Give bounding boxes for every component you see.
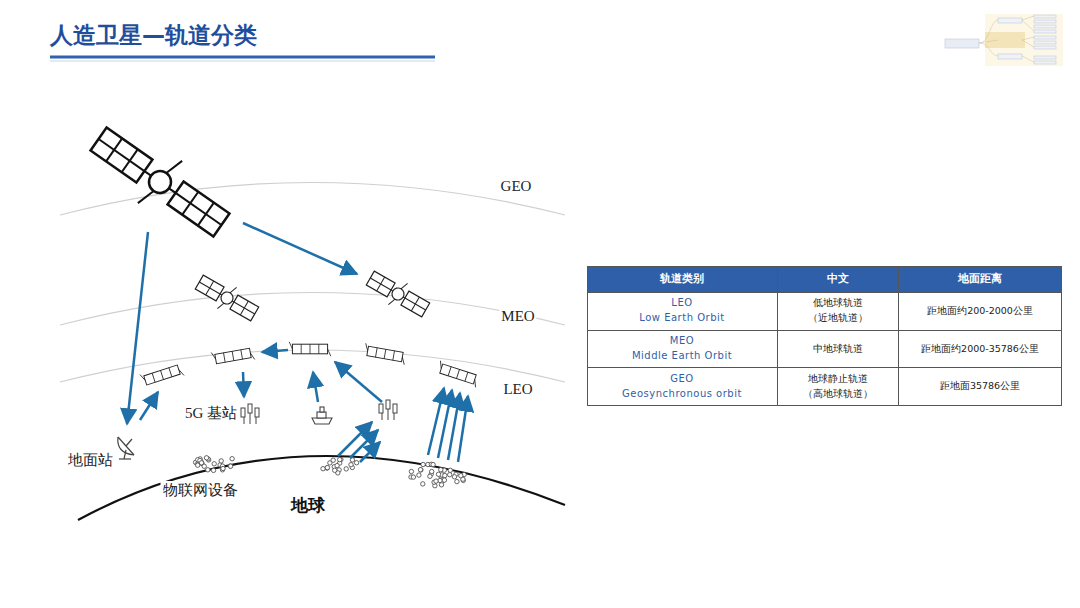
- table-cell: GEO: [670, 373, 693, 385]
- orbit-label: MEO: [499, 307, 536, 325]
- table-cell: Middle Earth Orbit: [632, 350, 732, 362]
- table-header: 轨道类别: [660, 272, 704, 285]
- orbit-label: GEO: [499, 177, 534, 195]
- slide-title: 人造卫星—轨道分类: [50, 20, 257, 51]
- table-cell: （高地球轨道）: [803, 388, 873, 399]
- table-cell: （近地轨道）: [808, 312, 868, 323]
- place-label: 地球: [289, 496, 327, 516]
- place-label: 5G 基站: [183, 404, 239, 422]
- table-cell: MEO: [670, 335, 694, 347]
- table-cell: 中地球轨道: [813, 343, 863, 354]
- place-label: 物联网设备: [161, 481, 240, 499]
- table-cell: 距地面约2000-35786公里: [921, 343, 1039, 354]
- table-cell: Geosynchronous orbit: [622, 388, 742, 400]
- table-cell: Low Earth Orbit: [639, 312, 724, 324]
- table-cell: 距地面35786公里: [940, 380, 1020, 391]
- table-header: 地面距离: [958, 272, 1002, 285]
- place-label: 地面站: [66, 451, 115, 469]
- table-cell: LEO: [671, 297, 692, 309]
- orbit-label: LEO: [501, 380, 534, 398]
- table-cell: 距地面约200-2000公里: [927, 305, 1033, 316]
- table-header: 中文: [827, 272, 849, 285]
- table-cell: 地球静止轨道: [808, 373, 868, 384]
- table-cell: 低地球轨道: [813, 297, 863, 308]
